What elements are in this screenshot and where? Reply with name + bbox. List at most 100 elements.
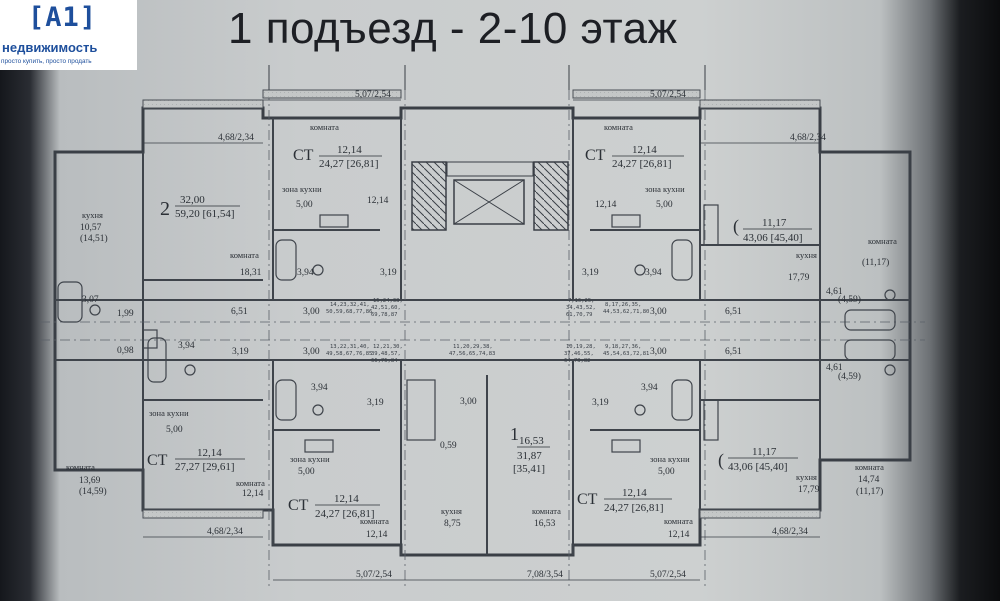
svg-text:34,43,52,: 34,43,52,	[566, 305, 596, 311]
window-strips	[142, 89, 821, 519]
svg-text:45,54,63,72,81: 45,54,63,72,81	[603, 351, 649, 357]
svg-text:10,19,28,: 10,19,28,	[566, 344, 596, 350]
room-label: комната	[855, 462, 884, 472]
apt-total-b: [35,41]	[513, 463, 545, 475]
dim-bottom-left: 5,07/2,54	[356, 570, 392, 580]
svg-text:3,94: 3,94	[641, 383, 658, 393]
svg-text:3,19: 3,19	[582, 268, 599, 278]
apt-living: 32,00	[180, 194, 205, 206]
svg-text:3,00: 3,00	[650, 307, 667, 317]
room-labels: комната комната зона кухни зона кухни ку…	[66, 122, 897, 526]
svg-text:18,31: 18,31	[240, 268, 262, 278]
svg-text:49,58,67,76,85: 49,58,67,76,85	[326, 351, 372, 357]
room-label: комната	[310, 122, 339, 132]
axis-lines	[40, 70, 925, 590]
dim-upper-right: 4,68/2,34	[790, 133, 826, 143]
logo[interactable]: [A1] недвижимость просто купить, просто …	[0, 0, 137, 70]
svg-text:10,57: 10,57	[80, 223, 102, 233]
apt-total: 24,27 [26,81]	[319, 158, 379, 170]
apt-rooms: СТ	[293, 147, 314, 164]
svg-text:7,16,25,: 7,16,25,	[568, 298, 595, 304]
apartment-bottom-ct-left: СТ 12,14 27,27 [29,61]	[147, 447, 245, 473]
logo-tagline: просто купить, просто продать	[1, 58, 92, 65]
dim-lower-right: 4,68/2,34	[772, 527, 808, 537]
svg-text:5,00: 5,00	[656, 200, 673, 210]
svg-text:0,98: 0,98	[117, 346, 134, 356]
svg-text:12,14: 12,14	[595, 200, 617, 210]
svg-text:12,14: 12,14	[367, 196, 389, 206]
apt-living: 16,53	[519, 435, 544, 447]
svg-text:(14,59): (14,59)	[79, 486, 107, 497]
kitchen-label: кухня	[796, 472, 817, 482]
svg-text:66,75,84: 66,75,84	[371, 358, 398, 364]
kitchen-label: кухня	[796, 250, 817, 260]
dim-top-left: 5,07/2,54	[355, 90, 391, 100]
apartment-top-left-2: 2 32,00 59,20 [61,54]	[160, 194, 240, 220]
svg-text:0,59: 0,59	[440, 441, 457, 451]
axis-markers	[268, 65, 706, 90]
svg-text:14,23,32,41,: 14,23,32,41,	[330, 302, 370, 308]
page-title: 1 подъезд - 2-10 этаж	[228, 4, 678, 53]
apt-living: 12,14	[334, 493, 359, 505]
svg-text:3,19: 3,19	[380, 268, 397, 278]
svg-text:64,73,82: 64,73,82	[564, 358, 591, 364]
svg-text:50,59,68,77,86: 50,59,68,77,86	[326, 309, 372, 315]
apt-living: 12,14	[622, 487, 647, 499]
svg-text:44,53,62,71,80: 44,53,62,71,80	[603, 309, 649, 315]
dim-lower-left: 4,68/2,34	[207, 527, 243, 537]
room-label: комната	[236, 478, 265, 488]
svg-text:5,00: 5,00	[296, 200, 313, 210]
apt-total: 43,06 [45,40]	[728, 461, 788, 473]
svg-text:3,94: 3,94	[178, 341, 195, 351]
room-label: комната	[360, 516, 389, 526]
apt-total: 43,06 [45,40]	[743, 232, 803, 244]
svg-text:(4,59): (4,59)	[838, 371, 861, 382]
kitchen-label: кухня	[441, 506, 462, 516]
svg-text:13,22,31,40,: 13,22,31,40,	[330, 344, 370, 350]
svg-text:3,00: 3,00	[460, 397, 477, 407]
apt-rooms: СТ	[147, 452, 168, 469]
apt-rooms: 2	[160, 198, 170, 220]
logo-mark: [A1]	[28, 2, 98, 33]
svg-text:(11,17): (11,17)	[862, 257, 889, 268]
svg-text:17,79: 17,79	[788, 273, 810, 283]
room-label: комната	[604, 122, 633, 132]
svg-text:3,94: 3,94	[311, 383, 328, 393]
svg-text:39,48,57,: 39,48,57,	[371, 351, 401, 357]
svg-text:6,51: 6,51	[725, 307, 742, 317]
svg-text:5,00: 5,00	[298, 467, 315, 477]
apt-rooms: СТ	[585, 147, 606, 164]
svg-text:4,61: 4,61	[826, 287, 843, 297]
svg-text:5,00: 5,00	[166, 425, 183, 435]
apt-rooms: СТ	[288, 497, 309, 514]
svg-text:17,79: 17,79	[798, 485, 820, 495]
svg-text:5,00: 5,00	[658, 467, 675, 477]
svg-text:37,46,55,: 37,46,55,	[564, 351, 594, 357]
dimension-lines	[143, 99, 820, 581]
svg-text:8,75: 8,75	[444, 519, 461, 529]
apt-total: 24,27 [26,81]	[315, 508, 375, 520]
svg-text:3,19: 3,19	[232, 347, 249, 357]
svg-text:6,51: 6,51	[231, 307, 248, 317]
svg-text:12,21,30,: 12,21,30,	[373, 344, 403, 350]
apt-total: 59,20 [61,54]	[175, 208, 235, 220]
svg-text:3,00: 3,00	[650, 347, 667, 357]
apartment-right-lower: ( 11,17 43,06 [45,40]	[718, 446, 798, 473]
room-label: комната	[868, 236, 897, 246]
kitchen-zone-label: зона кухни	[149, 408, 189, 418]
apartment-top-ct-right: СТ 12,14 24,27 [26,81]	[585, 144, 684, 170]
svg-text:8,17,26,35,: 8,17,26,35,	[605, 302, 641, 308]
dim-bottom-right: 5,07/2,54	[650, 570, 686, 580]
apartment-right-upper: ( 11,17 43,06 [45,40]	[733, 216, 812, 244]
kitchen-zone-label: зона кухни	[650, 454, 690, 464]
apartment-bottom-ct-right: СТ 12,14 24,27 [26,81]	[577, 487, 672, 514]
apt-living: 12,14	[632, 144, 657, 156]
kitchen-zone-label: зона кухни	[282, 184, 322, 194]
svg-text:42,51,60,: 42,51,60,	[371, 305, 401, 311]
svg-text:12,14: 12,14	[668, 530, 690, 540]
room-label: комната	[532, 506, 561, 516]
svg-text:1,99: 1,99	[117, 309, 134, 319]
svg-text:9,18,27,36,: 9,18,27,36,	[605, 344, 641, 350]
